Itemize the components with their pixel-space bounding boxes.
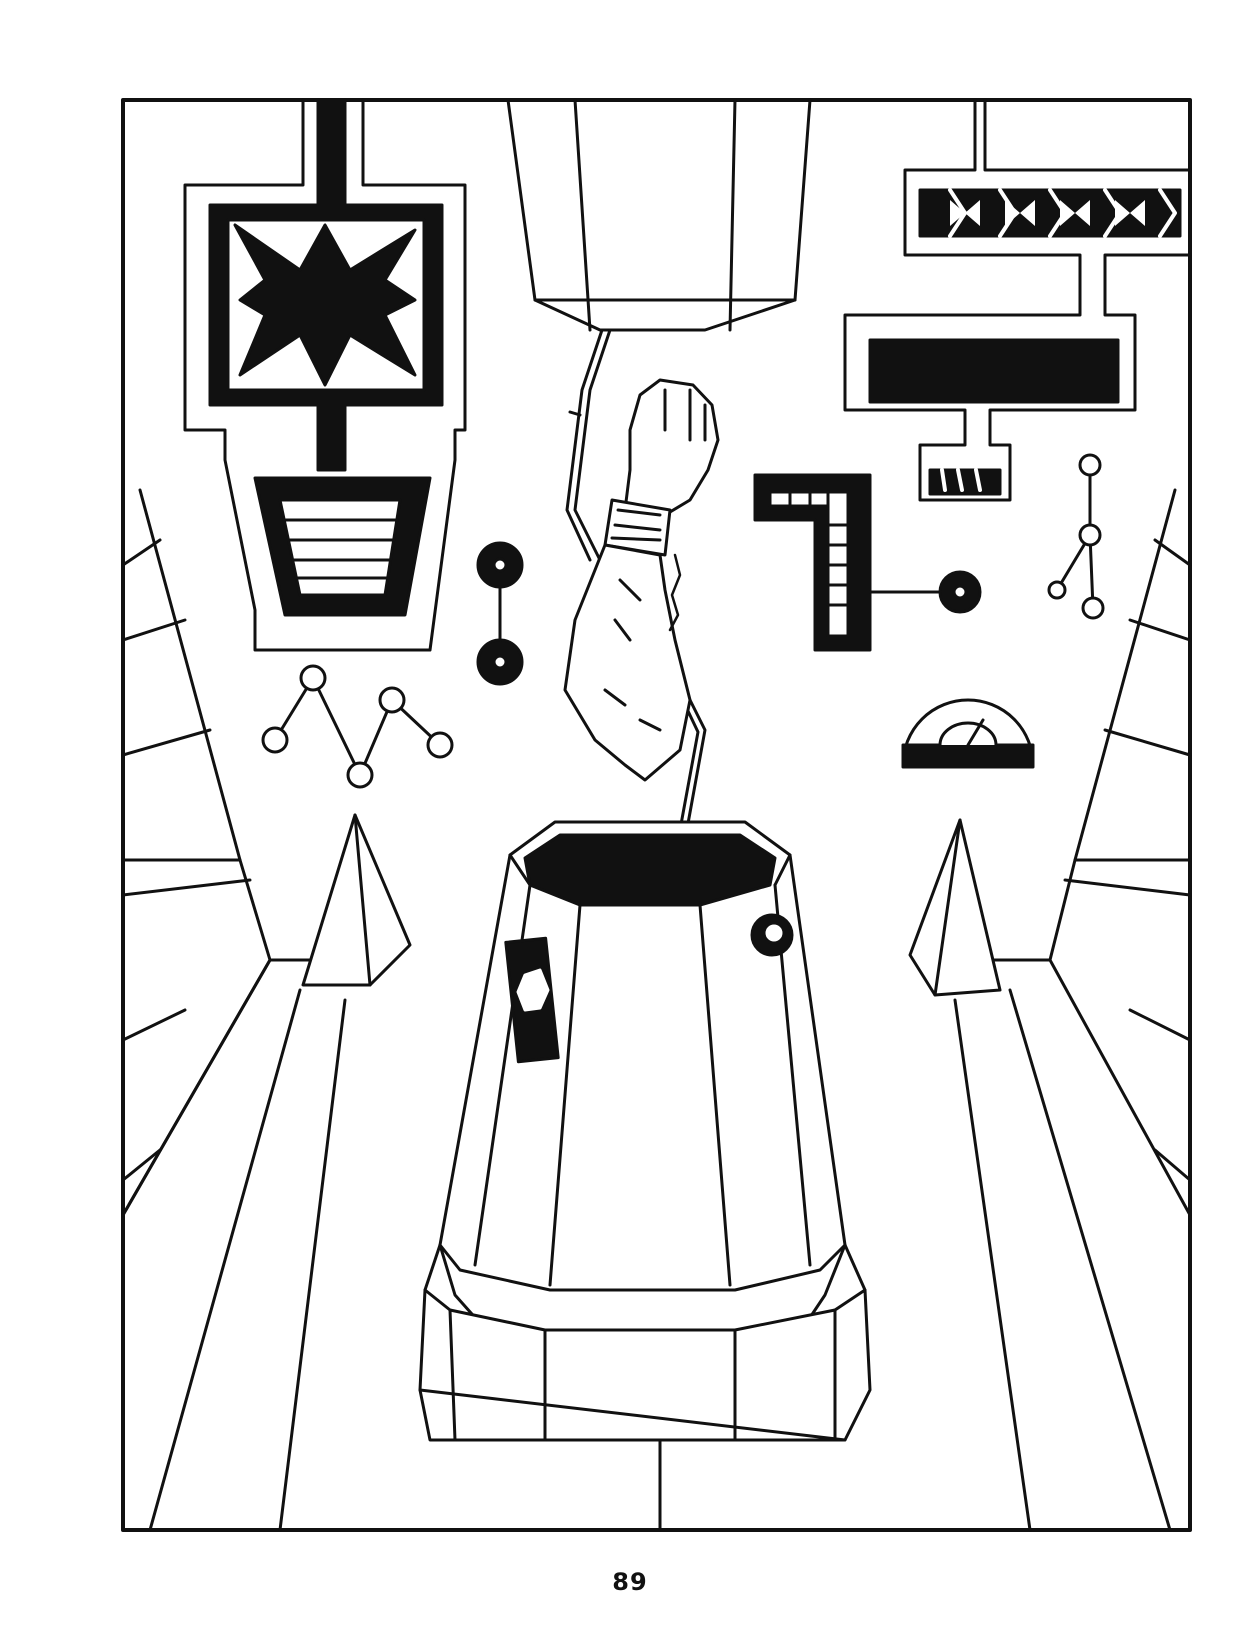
page-number: 89 [612,1568,648,1596]
left-node-graph [261,664,454,789]
right-control-machine [843,98,1192,502]
ceiling-funnel [506,98,812,332]
human-arm [563,378,720,782]
right-pyramid [908,818,1002,997]
right-l-display [753,473,982,652]
room-perspective-lines [121,488,1192,1532]
left-dials [476,541,524,686]
right-node-graph [1047,453,1105,620]
panel-border [121,98,1192,1532]
gauge-icon [901,698,1035,769]
left-control-machine [183,98,467,652]
pedestal-machine [418,820,872,1442]
left-pyramid [301,813,412,987]
